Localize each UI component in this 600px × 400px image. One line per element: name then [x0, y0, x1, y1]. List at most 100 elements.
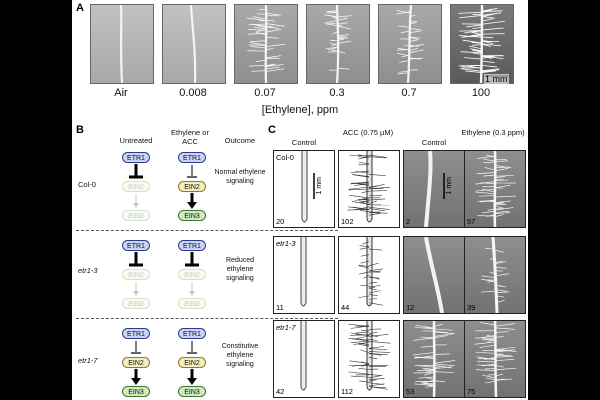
root-hair: [355, 331, 370, 334]
root-hair: [328, 49, 339, 52]
row-divider: [76, 230, 338, 231]
root-hair: [482, 210, 496, 214]
genotype-label: etr1-7: [78, 356, 98, 365]
root-hair: [337, 24, 343, 27]
root-hair: [337, 17, 348, 21]
condition-label: 0.008: [179, 87, 207, 99]
count-label: 57: [467, 217, 476, 226]
root-hair: [494, 261, 507, 265]
root-hair: [494, 373, 504, 377]
root-hair: [472, 44, 483, 46]
root-hair: [348, 206, 370, 210]
root-hair: [368, 290, 381, 294]
condition-label: Air: [114, 87, 128, 99]
root-hair: [368, 270, 381, 273]
inhibition-arrow: [185, 252, 199, 267]
column-header: Control: [421, 138, 447, 147]
root-hair: [462, 39, 483, 44]
root-hair: [433, 323, 443, 327]
row-divider: [76, 318, 338, 319]
root-hair: [480, 199, 496, 203]
root-hair: [484, 380, 496, 384]
root-hair: [475, 369, 496, 371]
root-hair: [409, 39, 419, 42]
root-hair: [409, 28, 423, 31]
root-hair: [368, 331, 378, 335]
column-header: ACC (0.75 µM): [342, 128, 394, 137]
root-hair: [414, 356, 435, 359]
root-hair: [332, 16, 339, 21]
root-hair: [494, 367, 517, 371]
root-hair: [409, 37, 418, 40]
root-hair: [351, 201, 370, 205]
root-hair: [265, 66, 280, 70]
root-hair: [486, 214, 496, 217]
root-hair: [368, 302, 384, 306]
root-hair: [414, 383, 435, 386]
root-hair: [352, 174, 370, 177]
root-hair: [494, 284, 507, 288]
root-hair: [433, 333, 454, 337]
root-hair: [479, 195, 496, 197]
root-hair: [368, 351, 391, 353]
root-hair: [489, 271, 496, 275]
scale-bar: [313, 173, 315, 199]
root-hair: [426, 336, 435, 339]
root-hair: [433, 328, 453, 331]
root-hair: [426, 377, 435, 380]
root-hair: [368, 281, 378, 284]
etr1-node: ETR1: [122, 240, 150, 251]
etr1-node: ETR1: [178, 240, 206, 251]
root-hair: [465, 64, 483, 67]
root-hair: [476, 172, 496, 175]
root-hair: [368, 276, 380, 280]
root-hair: [483, 161, 496, 163]
root-hair: [464, 57, 483, 60]
root-hair: [324, 19, 339, 24]
root-hair: [265, 43, 285, 48]
root-hair: [337, 50, 346, 54]
root-hair: [368, 346, 384, 349]
genotype-label: Col-0: [78, 180, 96, 189]
root-hair: [368, 339, 378, 341]
root-hair: [249, 65, 267, 67]
root-hair: [472, 26, 483, 29]
root-hair: [368, 382, 384, 385]
root-hair: [368, 284, 381, 288]
count-label: 11: [276, 303, 284, 312]
root-photo-0.008: [162, 4, 226, 84]
root-hair: [265, 47, 274, 51]
root-hair: [265, 36, 280, 39]
root-hair: [401, 54, 411, 58]
root-hair: [359, 210, 370, 213]
root-hair: [482, 339, 496, 341]
root-hair: [351, 338, 370, 342]
root-hair: [358, 156, 370, 159]
inhibition-arrow: [187, 341, 197, 354]
root-hair: [433, 331, 456, 335]
root-hair: [494, 207, 504, 210]
root-hair: [494, 167, 509, 172]
root-hair: [494, 348, 517, 352]
root-hair: [360, 349, 370, 353]
root-photo: etr1-3 11: [273, 236, 335, 314]
root-hair: [494, 354, 512, 357]
root-hair: [250, 46, 267, 49]
root-hair: [332, 46, 339, 50]
root-hair: [474, 341, 496, 345]
root-hair: [358, 200, 370, 204]
root-hair: [433, 360, 456, 364]
root-hair: [481, 13, 495, 18]
root-hair: [326, 22, 339, 25]
count-label: 112: [341, 387, 353, 396]
root-hair: [494, 175, 514, 177]
root-hair: [485, 377, 496, 380]
inhibition-arrow: [187, 165, 197, 178]
root-hair: [368, 386, 387, 389]
root-hair: [458, 11, 483, 14]
root-hair: [414, 355, 435, 359]
root-photo-0.7: [378, 4, 442, 84]
root-hair: [481, 40, 493, 43]
root-hair: [265, 26, 279, 29]
root-photo: 12: [403, 236, 465, 314]
